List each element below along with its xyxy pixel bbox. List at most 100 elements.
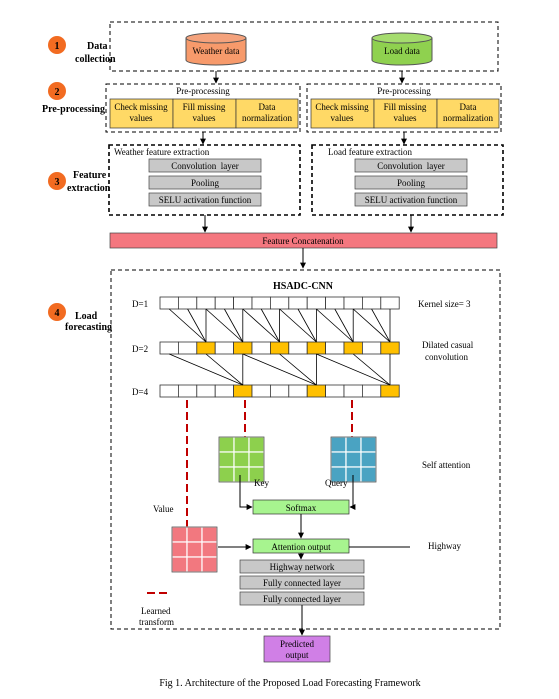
grid-cell <box>251 296 271 310</box>
grid-cell <box>214 384 234 398</box>
connection-line <box>205 308 244 343</box>
connection-line <box>242 353 317 386</box>
connection-line <box>279 353 317 386</box>
step-4-label-line1: Load <box>75 311 98 322</box>
step-2-label: Pre-processing <box>42 104 105 115</box>
matrix-cell <box>171 556 188 573</box>
grid-cell <box>343 296 363 310</box>
weather-feature-title: Weather feature extraction <box>114 147 210 157</box>
predicted-output-box <box>263 635 331 663</box>
dilated-label-line1: Dilated casual <box>422 340 474 350</box>
matrix-cell <box>186 541 203 558</box>
grid-cell <box>361 341 382 355</box>
load-feature-layers: Convolution layer Pooling SELU activatio… <box>354 158 468 207</box>
step-2-number: 2 <box>55 87 60 98</box>
connection-line <box>352 353 391 386</box>
check-missing-line1: Check missing <box>315 102 369 112</box>
grid-cell <box>269 296 290 310</box>
check-missing-line1: Check missing <box>114 102 168 112</box>
grid-cell <box>251 384 271 398</box>
predicted-output-line1: Predicted <box>280 639 314 649</box>
weather-feature-layers: Convolution layer Pooling SELU activatio… <box>148 158 262 207</box>
connection-line <box>316 353 391 386</box>
highway-label: Highway <box>428 541 461 551</box>
step-3-badge <box>48 172 66 190</box>
matrix-cell <box>360 466 377 483</box>
grid-cell <box>361 296 382 310</box>
fill-missing-line2: values <box>394 113 417 123</box>
fully-connected-label-1: Fully connected layer <box>263 578 341 588</box>
matrix-cell <box>248 436 265 453</box>
preprocessing-items-load: Check missing values Fill missing values… <box>310 98 500 129</box>
grid-cell <box>159 341 179 355</box>
grid-cell <box>233 341 253 355</box>
highway-network-box <box>239 559 365 574</box>
grid-cell <box>177 384 198 398</box>
query-label: Query <box>325 478 348 488</box>
grid-cell <box>214 296 234 310</box>
grid-cell <box>288 296 308 310</box>
matrix-cell <box>218 466 235 483</box>
grid-cell <box>269 341 290 355</box>
kernel-size-label: Kernel size= 3 <box>418 299 471 309</box>
figure-caption: Fig 1. Architecture of the Proposed Load… <box>159 678 420 689</box>
matrix-cell <box>233 436 250 453</box>
load-feature-title: Load feature extraction <box>328 147 412 157</box>
dilated-connections <box>168 308 391 386</box>
grid-cell <box>306 384 327 398</box>
step-4-number: 4 <box>55 308 60 319</box>
fill-missing-line2: values <box>193 113 216 123</box>
matrix-cell <box>330 451 347 468</box>
grid-cell <box>196 341 216 355</box>
matrix-cell <box>345 451 362 468</box>
data-collection-frame <box>109 21 499 72</box>
connection-line <box>169 353 243 386</box>
connection-line <box>205 353 244 386</box>
connection-line <box>334 308 354 343</box>
grid-cell <box>325 296 345 310</box>
preprocessing-title-load: Pre-processing <box>377 86 431 96</box>
matrix-cell <box>233 466 250 483</box>
load-feature-frame <box>311 144 504 216</box>
step-3-label-line1: Feature <box>73 170 107 181</box>
load-data-cylinder: Load data <box>371 32 433 66</box>
grid-cell <box>380 384 400 398</box>
grid-cell <box>269 384 290 398</box>
matrix-cell <box>345 436 362 453</box>
step-2-pre-processing: 2 Pre-processing <box>42 82 105 115</box>
preprocessing-title-weather: Pre-processing <box>176 86 230 96</box>
grid-cell <box>159 296 179 310</box>
grid-cell <box>251 341 271 355</box>
hsadc-title: HSADC-CNN <box>273 281 334 292</box>
row-label-d1: D=1 <box>132 299 148 309</box>
selu-label: SELU activation function <box>159 195 252 205</box>
step-3-feature-extraction: 3 Feature extraction <box>48 170 111 194</box>
load-forecasting-frame <box>110 269 501 630</box>
step-1-badge <box>48 36 66 54</box>
connection-line <box>297 308 317 343</box>
matrix-border <box>171 526 218 573</box>
step-3-number: 3 <box>55 177 60 188</box>
connection-line <box>371 308 391 343</box>
legend-line1: Learned <box>141 606 171 616</box>
matrix-border <box>218 436 265 483</box>
normalization-line2: normalization <box>443 113 493 123</box>
grid-cell <box>159 384 179 398</box>
pooling-label: Pooling <box>191 178 220 188</box>
connection-line <box>352 308 391 343</box>
matrix-cell <box>218 451 235 468</box>
step-2-badge <box>48 82 66 100</box>
grid-cell <box>361 384 382 398</box>
matrix-cell <box>360 451 377 468</box>
matrix-cell <box>186 526 203 543</box>
normalization-line1: Data <box>259 102 276 112</box>
convolution-layer-label: Convolution layer <box>377 161 445 171</box>
self-attention-label: Self attention <box>422 460 471 470</box>
step-1-label-line2: collection <box>75 54 116 65</box>
highway-network-label: Highway network <box>270 562 335 572</box>
step-1-number: 1 <box>55 41 60 52</box>
query-matrix <box>330 436 377 483</box>
value-matrix <box>171 526 218 573</box>
check-missing-line2: values <box>331 113 354 123</box>
